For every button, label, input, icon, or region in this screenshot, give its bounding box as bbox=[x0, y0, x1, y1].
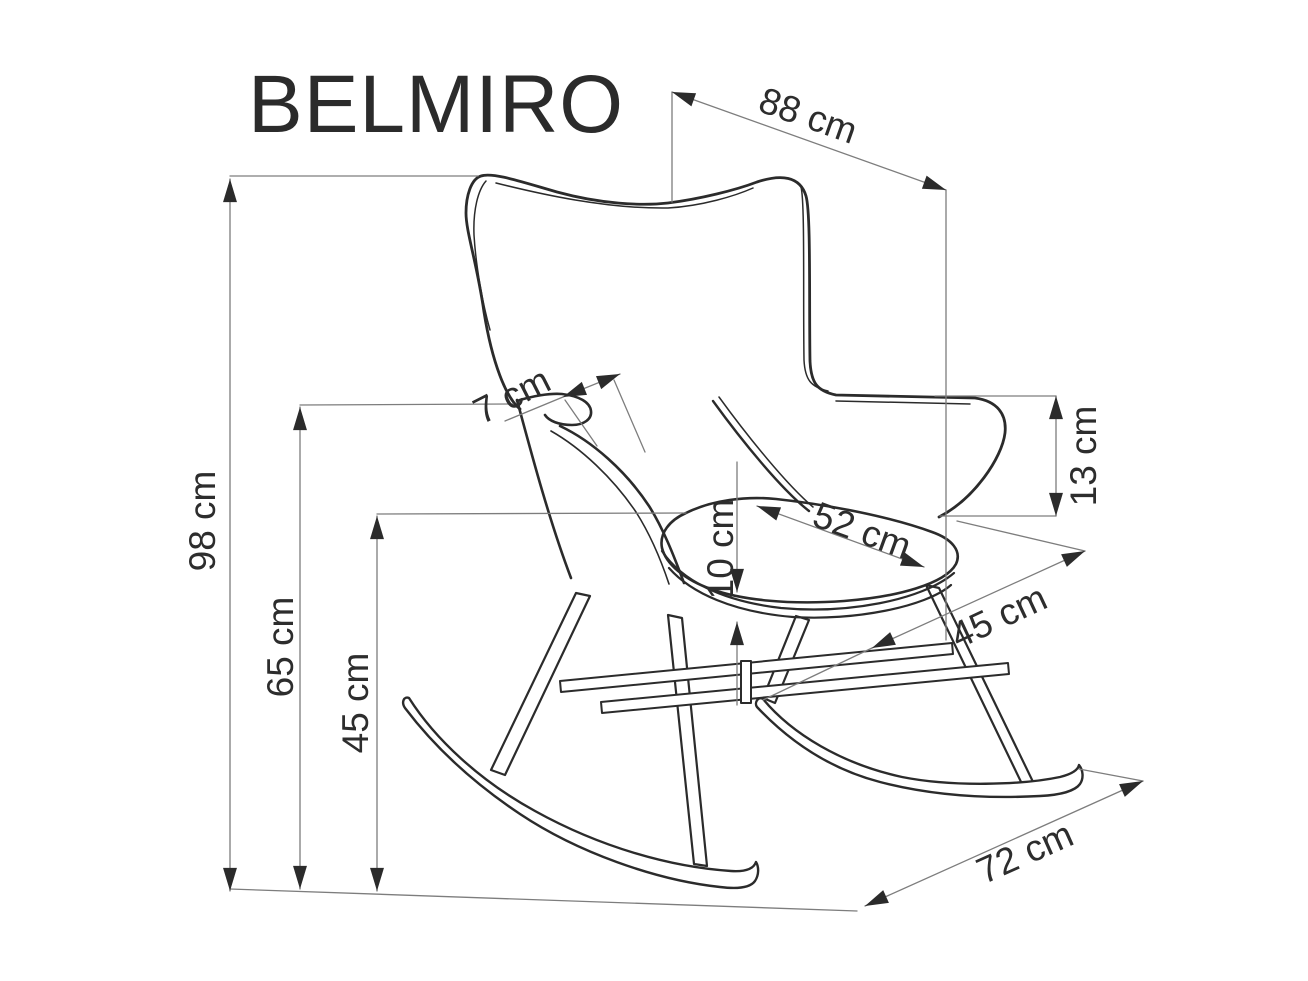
dim-line-7cm bbox=[562, 373, 621, 398]
dimension-lines bbox=[223, 91, 1144, 907]
dimension-annotations bbox=[223, 91, 1144, 912]
left-armrest bbox=[515, 392, 686, 585]
dim-label-45cm-left: 45 cm bbox=[335, 652, 376, 754]
dim-label-10cm: 10 cm bbox=[700, 498, 741, 600]
chair-stretchers bbox=[559, 642, 1010, 714]
dim-line-88cm bbox=[671, 91, 947, 191]
product-title: BELMIRO bbox=[248, 59, 625, 150]
backrest-shell bbox=[464, 173, 1007, 580]
dim-label-98cm: 98 cm bbox=[182, 470, 223, 572]
rocking-chair-outline bbox=[401, 173, 1084, 890]
dim-label-13cm: 13 cm bbox=[1063, 405, 1104, 507]
dim-line-45cm-right bbox=[871, 550, 1086, 649]
dim-line-72cm bbox=[864, 780, 1144, 907]
dim-label-65cm: 65 cm bbox=[260, 596, 301, 698]
